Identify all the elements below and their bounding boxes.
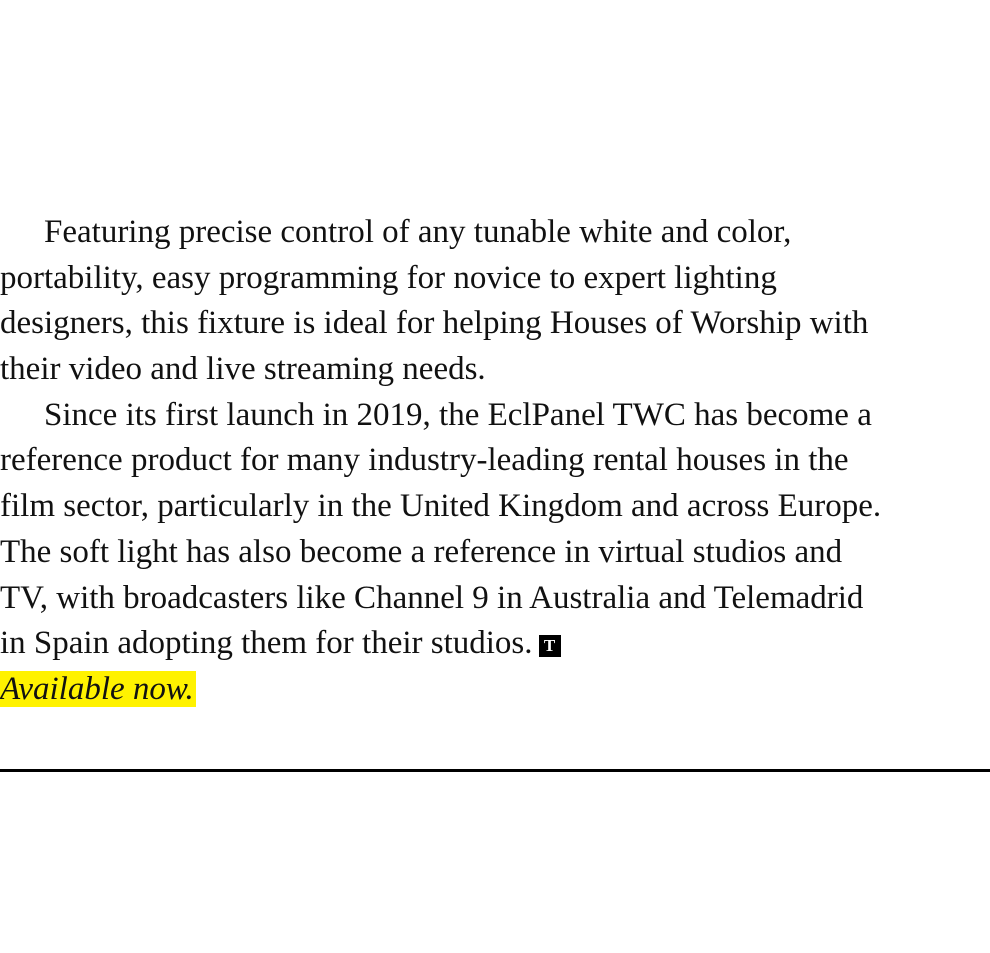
text-line: Featuring precise control of any tunable… [44, 214, 792, 250]
text-line: TV, with broadcasters like Channel 9 in … [0, 579, 864, 616]
text-line: designers, this fixture is ideal for hel… [0, 305, 869, 342]
text-line: in Spain adopting them for their studios… [0, 625, 533, 662]
text-line: film sector, particularly in the United … [0, 488, 882, 525]
text-line: The soft light has also become a referen… [0, 533, 843, 570]
availability-line: Available now. [0, 667, 990, 713]
article-body: Featuring precise control of any tunable… [0, 210, 990, 713]
availability-highlight: Available now. [0, 670, 196, 707]
divider-rule [0, 769, 990, 772]
text-line: their video and live streaming needs. [0, 351, 486, 388]
text-line: Since its first launch in 2019, the EclP… [44, 396, 872, 433]
text-line: portability, easy programming for novice… [0, 259, 777, 296]
text-line-last: in Spain adopting them for their studios… [0, 621, 990, 667]
text-line: reference product for many industry-lead… [0, 442, 849, 479]
end-mark-icon: T [538, 635, 561, 658]
